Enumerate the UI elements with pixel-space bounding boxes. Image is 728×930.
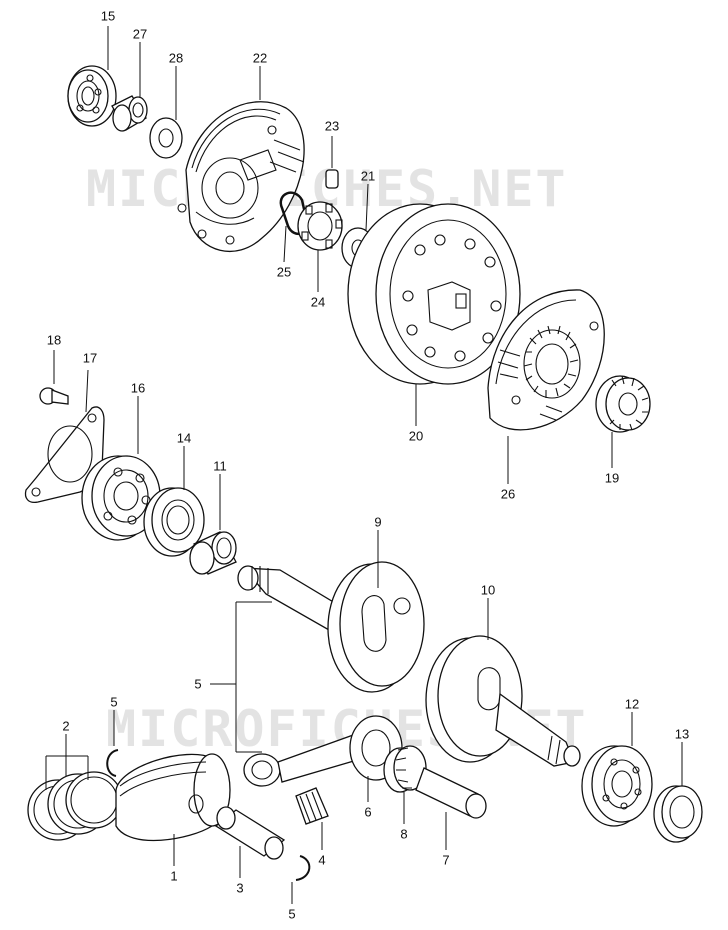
callout-1: 1 (170, 868, 178, 884)
part-24-pin (325, 169, 339, 189)
callout-20: 19 (604, 470, 620, 486)
callout-7: 6 (364, 804, 372, 820)
part-2-piston-rings (27, 771, 123, 841)
part-10-crankshaft-left (237, 561, 425, 693)
part-27-clutch-shoe-driven (487, 289, 605, 431)
part-5-circlip-bottom (295, 855, 311, 881)
leader-lines (45, 26, 683, 904)
part-23-clutch-shoe-assembly (177, 101, 305, 253)
callout-15: 14 (176, 430, 192, 446)
part-25-needle-bearing (297, 201, 343, 251)
callout-16: 15 (100, 8, 116, 24)
callout-14: 13 (674, 726, 690, 742)
callout-12: 11 (213, 458, 227, 474)
callout-4: 4 (318, 852, 326, 868)
part-20-pinion-gear (595, 375, 651, 433)
callout-6: 5 (194, 676, 202, 692)
callout-2: 2 (62, 718, 70, 734)
part-14-oil-seal (653, 785, 703, 843)
part-4-small-end-bearing (295, 787, 329, 825)
callout-25: 24 (310, 294, 326, 310)
callout-22: 21 (360, 168, 376, 184)
callout-10: 9 (374, 514, 382, 530)
part-1-piston (115, 753, 231, 842)
part-3-piston-pin (214, 806, 286, 860)
callout-19: 18 (46, 332, 62, 348)
callout-5-bottom: 5 (288, 906, 296, 922)
callout-17: 16 (130, 380, 146, 396)
part-21-clutch-drum (347, 203, 521, 385)
callout-24: 23 (324, 118, 340, 134)
part-5-circlip-top (106, 749, 119, 777)
callout-23: 22 (252, 50, 268, 66)
part-28-collar (111, 95, 148, 132)
callout-26: 25 (276, 264, 292, 280)
part-19-bolt (39, 387, 69, 405)
callout-21: 20 (408, 428, 424, 444)
part-7-connecting-rod (243, 715, 403, 787)
callout-29: 28 (168, 50, 184, 66)
callout-11: 10 (480, 582, 496, 598)
part-12-bushing (189, 531, 237, 575)
callout-5-top: 5 (110, 694, 118, 710)
callout-18: 17 (82, 350, 98, 366)
callout-9: 8 (400, 826, 408, 842)
callout-13: 12 (624, 696, 640, 712)
part-11-crankshaft-right (425, 635, 581, 767)
callout-3: 3 (236, 880, 244, 896)
part-29-washer (149, 117, 183, 159)
callout-28: 27 (132, 26, 148, 42)
part-16-bearing (67, 65, 117, 127)
callout-8: 7 (442, 852, 450, 868)
bracket-6 (210, 601, 272, 753)
part-9-needle-bearing (383, 745, 427, 793)
part-13-bearing (581, 745, 653, 827)
part-17-bearing (81, 455, 161, 541)
part-8-crank-pin (415, 767, 487, 819)
callout-27: 26 (500, 486, 516, 502)
part-15-oil-seal (143, 487, 205, 557)
